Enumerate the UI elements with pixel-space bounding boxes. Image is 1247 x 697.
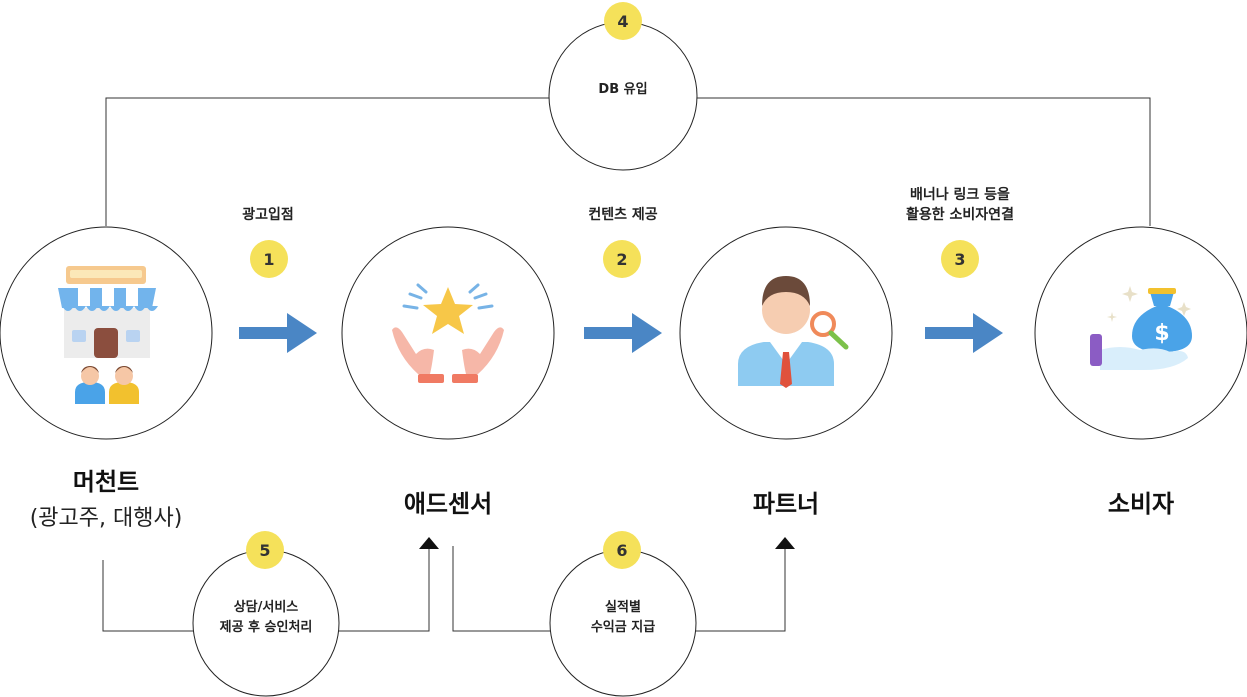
- svg-text:$: $: [1154, 321, 1169, 346]
- businessman-icon: [738, 276, 849, 388]
- step6-label-line2: 수익금 지급: [590, 620, 656, 635]
- step5-badge: 5: [246, 531, 284, 569]
- step6-badge: 6: [603, 531, 641, 569]
- step5-label: 상담/서비스 제공 후 승인처리: [196, 598, 336, 638]
- up-arrowhead-partner: [775, 537, 795, 549]
- partner-title: 파트너: [752, 490, 820, 518]
- money-bag-hand-icon: $: [1090, 286, 1192, 370]
- flow-arrow-3: [925, 313, 1003, 353]
- store-icon: [58, 266, 158, 358]
- consumer-title: 소비자: [1107, 490, 1175, 518]
- step2-badge: 2: [603, 240, 641, 278]
- adsensor-node: [341, 226, 555, 440]
- step4-label: DB 유입: [598, 82, 648, 97]
- step3-badge: 3: [941, 240, 979, 278]
- step5-label-line2: 제공 후 승인처리: [219, 620, 313, 635]
- merchant-title: 머천트: [72, 468, 140, 496]
- merchant-subtitle: (광고주, 대행사): [29, 506, 183, 531]
- flow-arrow-1: [239, 313, 317, 353]
- step1-label: 광고입점: [242, 207, 294, 223]
- star-hands-icon: [392, 283, 504, 383]
- step2-label: 컨텐츠 제공: [588, 207, 658, 223]
- step1-badge: 1: [250, 240, 288, 278]
- step4-badge: 4: [604, 2, 642, 40]
- step3-label: 배너나 링크 등을 활용한 소비자연결: [880, 185, 1040, 225]
- step3-label-line1: 배너나 링크 등을: [910, 187, 1010, 203]
- people-icon: [75, 366, 139, 404]
- step6-label-line1: 실적별: [605, 600, 641, 615]
- up-arrowhead-adsensor: [419, 537, 439, 549]
- step6-label: 실적별 수익금 지급: [563, 598, 683, 638]
- flow-arrow-2: [584, 313, 662, 353]
- step3-label-line2: 활용한 소비자연결: [906, 207, 1014, 223]
- adsensor-title: 애드센서: [403, 490, 493, 518]
- step5-label-line1: 상담/서비스: [233, 600, 299, 615]
